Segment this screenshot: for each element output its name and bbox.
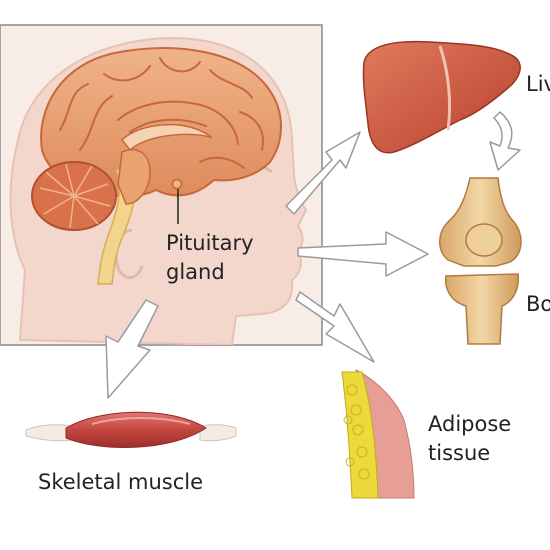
liver-label: Liv bbox=[526, 72, 550, 96]
muscle-illustration bbox=[25, 411, 237, 448]
bone-illustration bbox=[439, 177, 522, 345]
skeletal-muscle-label: Skeletal muscle bbox=[38, 470, 204, 494]
arrow-to-muscle bbox=[105, 299, 159, 399]
brainstem bbox=[117, 149, 151, 205]
muscle-tendon-right bbox=[199, 424, 237, 442]
pituitary-label-line1: Pituitary bbox=[166, 231, 254, 255]
arrow-liver-to-bone bbox=[489, 111, 521, 171]
liver-illustration bbox=[362, 40, 521, 154]
corpus-callosum bbox=[120, 123, 213, 152]
bone-label: Bo bbox=[526, 292, 550, 316]
muscle-tendon-left bbox=[25, 424, 73, 442]
arrows bbox=[105, 111, 521, 399]
cartilage-line bbox=[447, 266, 519, 273]
arrow-to-adipose bbox=[295, 291, 375, 363]
adipose-tissue-label: Adipose tissue bbox=[428, 410, 511, 468]
arrow-to-liver bbox=[285, 131, 361, 215]
liver-ligament bbox=[438, 45, 452, 131]
adipose-illustration bbox=[341, 369, 415, 499]
pituitary-gland-label: Pituitary gland bbox=[166, 229, 254, 287]
muscle-fiber-highlight bbox=[91, 417, 191, 425]
fat-cells bbox=[343, 384, 370, 480]
tibia bbox=[444, 273, 520, 345]
pituitary-gland-dot bbox=[171, 178, 183, 190]
cerebellum bbox=[31, 161, 117, 231]
adipose-label-line2: tissue bbox=[428, 441, 491, 465]
head-panel bbox=[0, 24, 323, 346]
adipose-label-line1: Adipose bbox=[428, 412, 512, 436]
pituitary-label-line2: gland bbox=[166, 260, 225, 284]
patella bbox=[465, 223, 503, 257]
liver-shape bbox=[362, 40, 521, 154]
arrow-to-bone bbox=[297, 231, 429, 277]
